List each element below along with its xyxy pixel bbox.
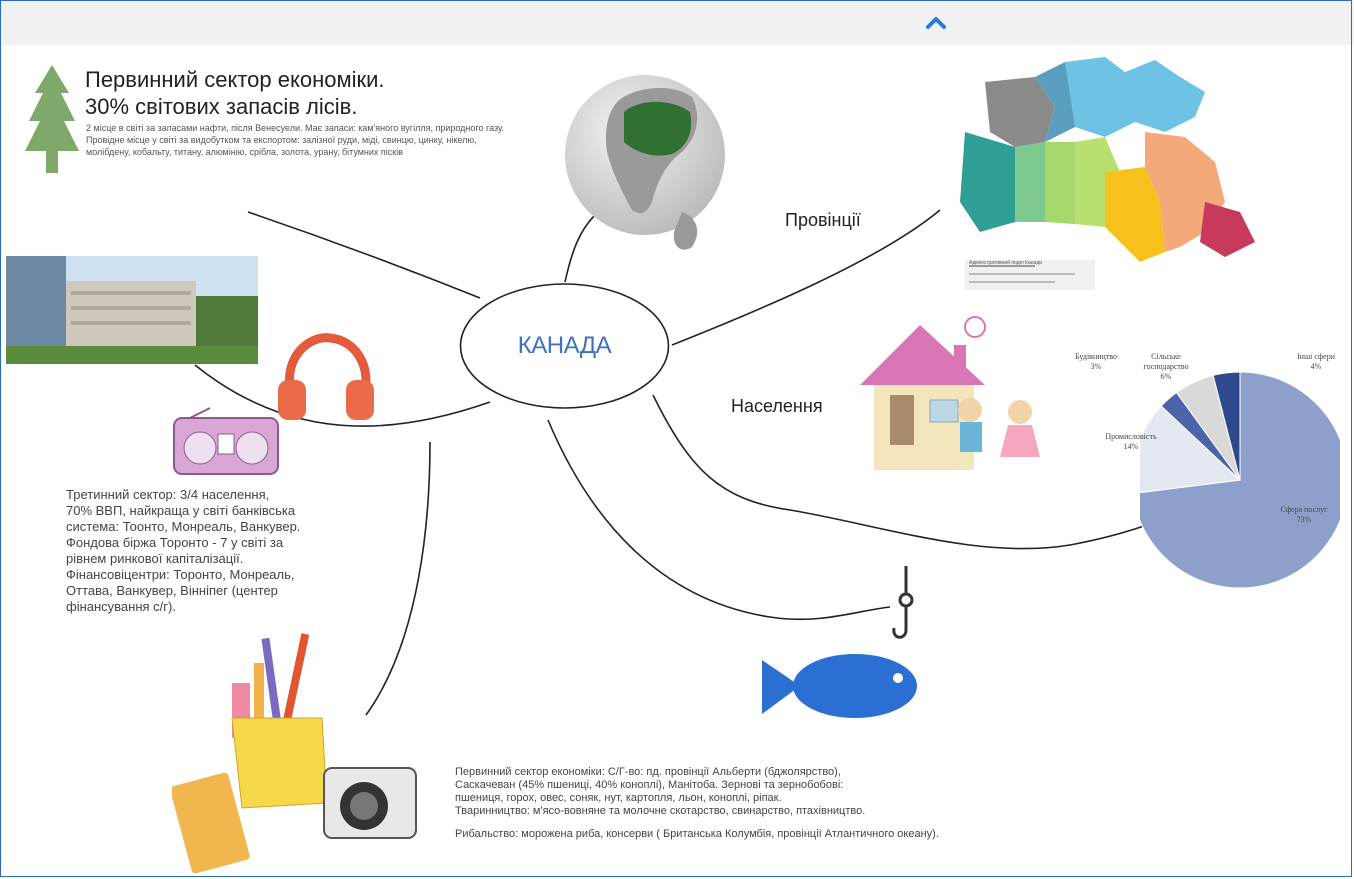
- center-label: КАНАДА: [517, 332, 612, 359]
- house-family-illustration: [860, 316, 1040, 470]
- globe-icon: [565, 75, 725, 250]
- map-legend-title: Адміністративний поділ Канади: [969, 259, 1042, 266]
- tertiary-line: фінансування с/г).: [66, 599, 176, 614]
- agriculture-line: Первинний сектор економіки: С/Г-во: пд. …: [455, 766, 841, 778]
- art-supplies-illustration: [172, 633, 417, 874]
- agriculture-text: Первинний сектор економіки: С/Г-во: пд. …: [455, 766, 1155, 841]
- pie-label-agriculture-text: Сільське господарство 6%: [1143, 352, 1189, 381]
- pie-label-other-text: Інші сфери 4%: [1297, 352, 1335, 371]
- tertiary-line: рівнем ринкової капіталізації.: [66, 551, 244, 566]
- primary-forest-details: 2 місце в світі за запасами нафти, після…: [86, 123, 505, 157]
- tree-icon: [25, 65, 79, 173]
- employment-pie-chart: [1140, 371, 1340, 589]
- pie-label-industry: Промисловість 14%: [1098, 432, 1164, 452]
- radio-icon: [173, 407, 279, 475]
- canada-map-image: Адміністративний поділ Канади: [960, 57, 1255, 290]
- chevron-up-icon[interactable]: [922, 12, 950, 32]
- pie-slice-industry: [1140, 405, 1242, 494]
- fishing-line: Рибальство: морожена риба, консерви ( Бр…: [455, 828, 939, 840]
- top-toolbar: [1, 1, 1353, 45]
- pie-label-agriculture: Сільське господарство 6%: [1134, 352, 1198, 382]
- pie-label-construction-text: Будівництво 3%: [1074, 352, 1118, 371]
- pie-label-services: Сфера послуг 73%: [1276, 505, 1332, 525]
- agriculture-line: пшениця, горох, овес, соняк, нут, картоп…: [455, 792, 782, 804]
- agriculture-line: Саскачеван (45% пшениці, 40% коноплі), М…: [455, 779, 844, 791]
- primary-forest-title: Первинний сектор економіки. 30% світових…: [85, 66, 505, 120]
- tertiary-line: Фінансовіцентри: Торонто, Монреаль,: [66, 567, 295, 582]
- headphones-icon: [278, 333, 374, 420]
- tertiary-line: Фондова біржа Торонто - 7 у світі за: [66, 535, 284, 550]
- tertiary-line: Оттава, Ванкувер, Вінніпег (центер: [66, 583, 278, 598]
- pie-label-construction: Будівництво 3%: [1072, 352, 1120, 372]
- pie-label-services-text: Сфера послуг 73%: [1280, 505, 1328, 524]
- population-node: Населення: [731, 396, 823, 416]
- fish-hook-icon: [892, 566, 914, 639]
- primary-forest-title-line2: 30% світових запасів лісів.: [85, 94, 358, 119]
- tertiary-line: 70% ВВП, найкраща у світі банківська: [66, 503, 296, 518]
- pie-label-other: Інші сфери 4%: [1290, 352, 1342, 372]
- provinces-node: Провінції: [785, 210, 861, 230]
- center-node[interactable]: КАНАДА: [459, 282, 670, 410]
- pie-label-industry-text: Промисловість 14%: [1105, 432, 1157, 451]
- tertiary-line: Третинний сектор: 3/4 населення,: [66, 487, 270, 502]
- primary-forest-title-line1: Первинний сектор економіки.: [85, 67, 385, 92]
- pie-slice-other: [1212, 371, 1241, 481]
- agriculture-line: Тваринництво: м'ясо-вовняне та молочне с…: [455, 805, 866, 817]
- tertiary-sector-text: Третинний сектор: 3/4 населення, 70% ВВП…: [66, 487, 396, 615]
- center-ellipse: [459, 283, 670, 409]
- bank-building-photo: [6, 256, 258, 364]
- fish-icon: [762, 654, 917, 718]
- tertiary-line: система: Тоонто, Монреаль, Ванкувер.: [66, 519, 301, 534]
